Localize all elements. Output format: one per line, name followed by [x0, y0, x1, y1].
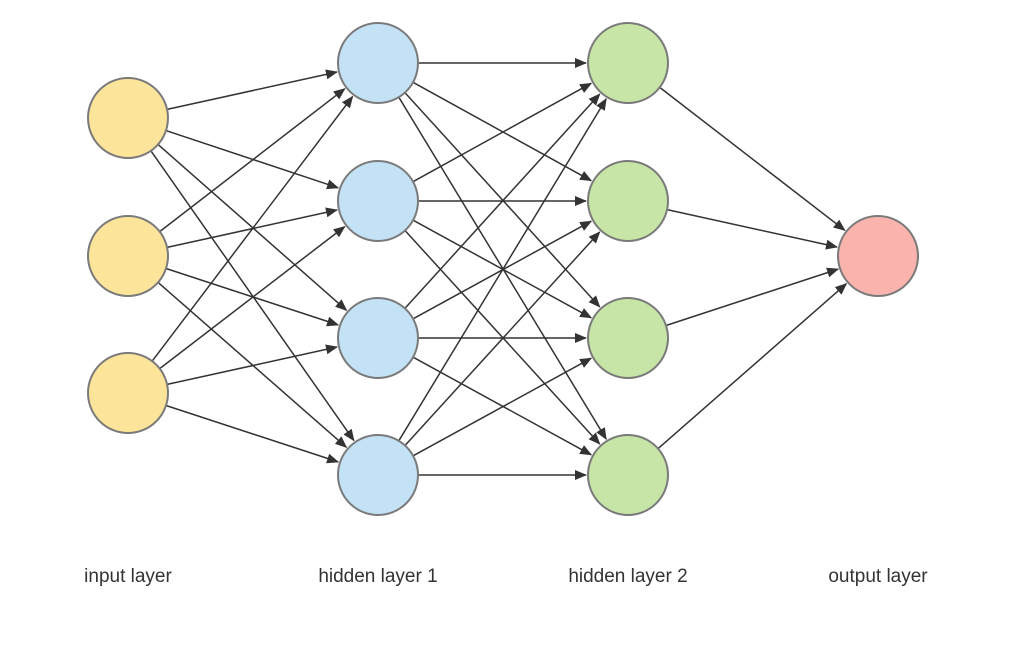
node-layer1-2 [337, 297, 419, 379]
edge-l0-n1-to-n2 [165, 267, 340, 327]
edge-l0-n2-to-n1 [159, 225, 346, 370]
node-layer0-2 [87, 352, 169, 434]
edge-l1-n3-to-n0 [398, 98, 607, 442]
node-layer2-1 [587, 160, 669, 242]
hidden-layer-2-label: hidden layer 2 [568, 566, 688, 587]
node-layer2-2 [587, 297, 669, 379]
node-layer2-0 [587, 22, 669, 104]
edge-l1-n1-to-n0 [412, 82, 593, 183]
node-layer3-0 [837, 215, 919, 297]
edge-l1-n2-to-n3 [412, 356, 593, 456]
edge-l0-n1-to-n3 [157, 281, 348, 448]
edge-l0-n0-to-n2 [157, 143, 348, 311]
node-layer0-1 [87, 215, 169, 297]
edge-l2-n2-to-n0 [665, 267, 840, 327]
node-layer2-3 [587, 434, 669, 516]
edge-l2-n3-to-n0 [657, 283, 848, 450]
edge-l1-n3-to-n2 [412, 357, 593, 457]
edge-l0-n2-to-n0 [151, 95, 354, 362]
edge-l0-n0-to-n1 [165, 129, 340, 190]
edge-l1-n0-to-n1 [412, 81, 593, 182]
hidden-layer-1-label: hidden layer 1 [318, 566, 438, 587]
node-layer1-0 [337, 22, 419, 104]
edge-l1-n0-to-n3 [398, 96, 607, 440]
edge-l2-n1-to-n0 [666, 208, 838, 250]
input-layer-label: input layer [84, 566, 172, 587]
edge-l1-n3-to-n1 [404, 231, 601, 447]
edge-l1-n0-to-n2 [404, 92, 601, 308]
connections [150, 58, 848, 480]
edge-l0-n0-to-n3 [150, 150, 355, 442]
node-layer1-3 [337, 434, 419, 516]
node-layer0-0 [87, 77, 169, 159]
edge-l0-n1-to-n0 [159, 88, 346, 233]
edge-l1-n2-to-n0 [404, 93, 601, 309]
node-layer1-1 [337, 160, 419, 242]
output-layer-label: output layer [828, 566, 928, 587]
edge-l0-n2-to-n3 [165, 404, 340, 464]
edge-l0-n2-to-n2 [166, 344, 338, 386]
nodes [87, 22, 919, 516]
edge-l0-n0-to-n0 [166, 69, 338, 111]
edge-l2-n0-to-n0 [659, 86, 846, 231]
